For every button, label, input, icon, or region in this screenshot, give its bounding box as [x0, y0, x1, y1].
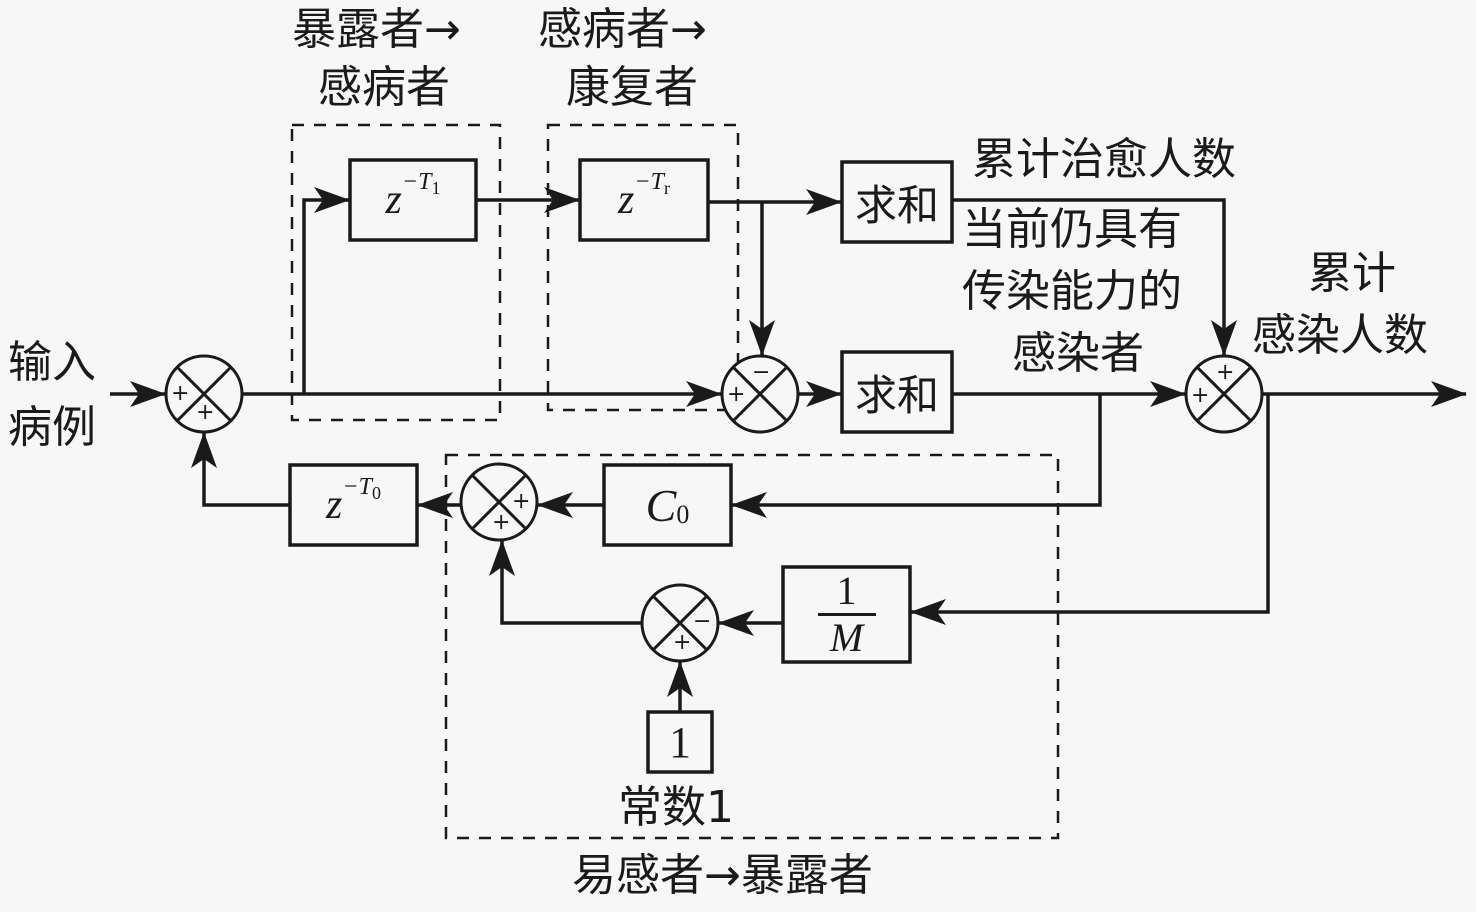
label-input-line2: 病例 — [8, 402, 96, 453]
sign-infectious-top: − — [752, 360, 771, 385]
label-exposed-to-infected: 暴露者→ — [292, 0, 461, 60]
label-current-infectious-3: 感染者 — [1012, 328, 1144, 379]
block-gain-inv-m-text: 1 M — [783, 567, 910, 662]
label-infected-to-recovered: 感病者→ — [538, 0, 707, 60]
z-symbol: z — [618, 177, 635, 223]
label-susceptible: 易感者 — [572, 850, 704, 901]
label-susceptible-to-exposed: 易感者→暴露者 — [572, 846, 873, 906]
signal-cumulative-recovered — [952, 198, 1237, 356]
sign-cumulative-left: + — [1191, 383, 1210, 408]
signal-cumulative-to-inv-m — [910, 394, 1270, 625]
sign-input-left: + — [171, 381, 190, 406]
group-infected-to-recovered — [546, 123, 740, 412]
exponent: −T — [342, 473, 372, 500]
label-exposed-2: 暴露者 — [740, 850, 873, 901]
exponent: −T — [634, 168, 664, 195]
numerator: 1 — [836, 568, 857, 613]
sign-susceptible-right: − — [693, 609, 712, 634]
label-input-line1: 输入 — [8, 337, 96, 388]
block-constant-one-text: 1 — [669, 717, 691, 767]
sum-junction-susceptible[interactable] — [640, 583, 720, 663]
subscript: 1 — [431, 177, 441, 198]
label-constant-one: 常数1 — [618, 782, 734, 833]
block-sum-recovered-text: 求和 — [854, 180, 939, 230]
sign-exposure-right: + — [512, 489, 531, 514]
signal-infectious-to-c0 — [731, 394, 1102, 518]
subscript: 0 — [676, 500, 690, 529]
arrow-right-icon: → — [704, 850, 741, 901]
block-delay-t1[interactable] — [348, 158, 478, 242]
sign-infectious-left: + — [727, 382, 746, 407]
label-recovered: 康复者 — [566, 62, 698, 113]
block-constant-one[interactable] — [646, 710, 714, 774]
label-current-infectious-1: 当前仍具有 — [962, 204, 1182, 255]
subscript: r — [663, 177, 670, 198]
sign-exposure-bottom: + — [492, 510, 511, 535]
block-delay-tr[interactable] — [578, 158, 710, 242]
label-infected-2: 感病者 — [538, 4, 670, 55]
sign-cumulative-top: + — [1216, 360, 1235, 385]
arrow-right-icon: → — [424, 4, 461, 55]
z-symbol: z — [385, 177, 402, 223]
fraction-bar — [817, 613, 876, 616]
label-current-infectious-2: 传染能力的 — [962, 266, 1182, 317]
group-exposed-to-infected — [290, 123, 502, 422]
label-exposed: 暴露者 — [292, 4, 424, 55]
fraction: 1 M — [817, 568, 876, 660]
group-susceptible-to-exposed — [444, 453, 1060, 840]
block-sum-infectious-text: 求和 — [854, 370, 939, 420]
signal-to-delay-t1 — [302, 187, 350, 394]
block-sum-recovered[interactable] — [840, 160, 954, 244]
sign-input-bottom: + — [196, 400, 215, 425]
signal-t0-feedback — [191, 432, 290, 507]
c-symbol: C — [645, 479, 677, 531]
sum-junction-infectious[interactable] — [720, 354, 800, 434]
block-sum-infectious[interactable] — [840, 350, 954, 434]
label-infected-1: 感病者 — [318, 62, 450, 113]
subscript: 0 — [371, 482, 381, 503]
label-cumulative-recovered: 累计治愈人数 — [972, 134, 1236, 185]
denominator: M — [829, 615, 864, 660]
exponent: −T — [401, 168, 432, 195]
label-cumulative-infected-1: 累计 — [1308, 248, 1396, 299]
arrow-right-icon: → — [670, 4, 707, 55]
z-symbol: z — [326, 482, 343, 528]
label-cumulative-infected-2: 感染人数 — [1252, 310, 1428, 361]
signal-susceptible-to-exposure — [489, 540, 642, 625]
sign-susceptible-bottom: + — [673, 630, 692, 655]
